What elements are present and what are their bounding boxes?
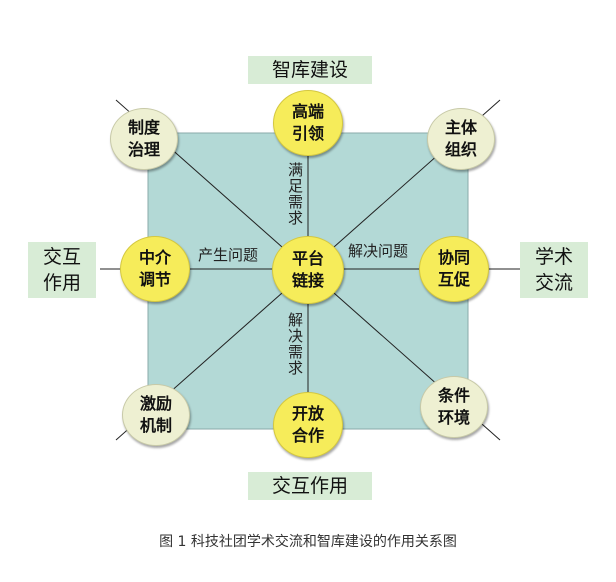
node-left: 中介 调节	[120, 236, 190, 302]
box-left-jiaohu: 交互 作用	[28, 242, 96, 298]
annotation-top: 满足需求	[286, 162, 304, 226]
figure-caption: 图 1 科技社团学术交流和智库建设的作用关系图	[159, 534, 457, 550]
box-bottom-jiaohu: 交互作用	[248, 472, 372, 500]
box-top-zhiku: 智库建设	[248, 56, 372, 84]
box-top-text: 智库建设	[271, 59, 348, 81]
annotation-left: 产生问题	[198, 246, 259, 264]
box-right-xueshu: 学术 交流	[520, 242, 588, 298]
node-bottom-left: 激励 机制	[122, 384, 190, 446]
node-top-right: 主体 组织	[427, 108, 495, 170]
node-bottom-right: 条件 环境	[420, 376, 488, 438]
node-top-left: 制度 治理	[110, 108, 178, 170]
annotation-bottom: 解决需求	[286, 312, 304, 376]
annotation-right: 解决问题	[348, 242, 409, 260]
box-bottom-text: 交互作用	[271, 475, 348, 497]
box-right-text: 学术 交流	[534, 246, 573, 294]
node-right: 协同 互促	[419, 236, 489, 302]
node-bottom: 开放 合作	[273, 392, 343, 458]
node-center: 平台 链接	[272, 236, 344, 304]
box-left-text: 交互 作用	[42, 246, 81, 294]
node-top: 高端 引领	[273, 90, 343, 156]
